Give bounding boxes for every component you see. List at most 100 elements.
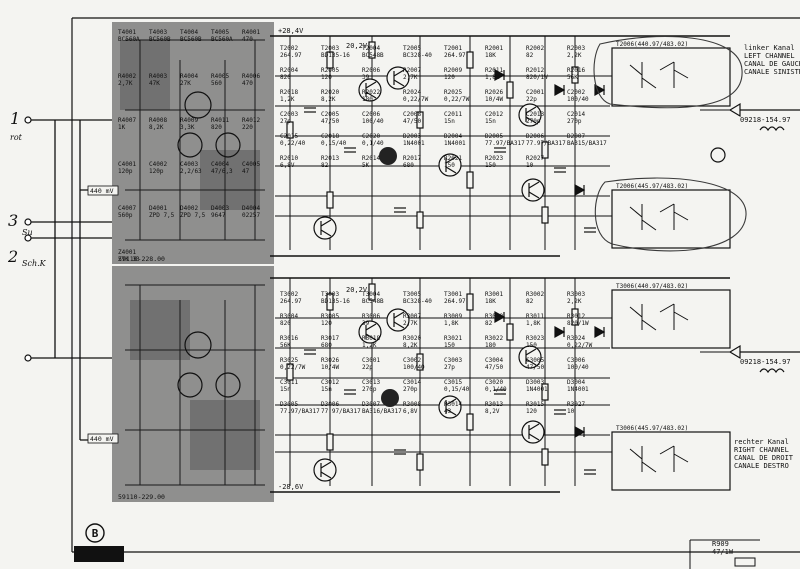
input-level-bottom: 440 mV	[90, 435, 114, 443]
part-value: 264.97	[280, 298, 302, 305]
left-channel-de: linker Kanal	[744, 44, 795, 52]
part-ref: R3004	[280, 313, 298, 320]
part-value: 560p	[118, 212, 133, 219]
handwritten-su: Su	[22, 228, 33, 237]
ic-block-top2	[611, 189, 731, 249]
part-ref: T3004	[362, 291, 380, 298]
part-value: 1K	[118, 124, 126, 131]
module-top-id: 59110-228.00	[118, 255, 165, 263]
sheet-border	[71, 17, 800, 553]
part-ref: R2020	[321, 89, 339, 96]
ic-block-top1	[611, 47, 731, 107]
part-ref: C3011	[280, 379, 298, 386]
part-value: 6,8V	[280, 162, 295, 169]
right-channel-de: rechter Kanal	[734, 438, 789, 446]
output-stage	[710, 102, 800, 374]
part-value: 270p	[526, 118, 541, 125]
part-ref: C3012	[321, 379, 339, 386]
part-ref: R3026	[321, 357, 339, 364]
part-value: BD135-16	[321, 298, 350, 305]
part-value: 2,2K	[567, 298, 582, 305]
part-value: 15n	[444, 118, 455, 125]
part-value: 0,15/40	[321, 140, 347, 147]
part-ref: R2002	[526, 45, 544, 52]
part-ref: C2008	[403, 111, 421, 118]
part-value: 120p	[149, 168, 164, 175]
part-value: BC560A	[118, 36, 140, 43]
part-ref: R3023	[526, 335, 544, 342]
part-ref: R4011	[211, 117, 229, 124]
part-ref: R3020	[403, 335, 421, 342]
part-ref: C3004	[485, 357, 503, 364]
part-ref: D3007	[362, 401, 380, 408]
part-value: 120	[526, 408, 537, 415]
part-ref: T2001	[444, 45, 462, 52]
part-ref: D2005	[485, 133, 503, 140]
part-value: 39	[362, 320, 370, 327]
part-value: ZPD 7,5	[180, 212, 206, 219]
part-value: 820/1W	[526, 74, 548, 81]
ic-block-bot1	[611, 289, 731, 349]
part-value: 15n	[321, 386, 332, 393]
part-ref: R3017	[321, 335, 339, 342]
part-ref: R3005	[321, 313, 339, 320]
part-value: BA316/BA317	[362, 408, 402, 415]
part-ref: R2003	[567, 45, 585, 52]
r909-value: 47/1W	[712, 548, 734, 556]
part-ref: T2005	[403, 45, 421, 52]
part-ref: R2026	[485, 89, 503, 96]
ic-block-bot2	[611, 431, 731, 491]
part-value: ZPD 7,5	[149, 212, 175, 219]
part-value: BC548B	[362, 298, 384, 305]
part-ref: R3002	[526, 291, 544, 298]
part-ref: T2002	[280, 45, 298, 52]
part-value: 820	[280, 74, 291, 81]
part-ref: R2025	[444, 89, 462, 96]
part-value: 1,2K	[362, 342, 377, 349]
part-ref: D3004	[567, 379, 585, 386]
pencil-annotations	[593, 35, 747, 252]
left-channel-fr: CANAL DE GAUCHE	[744, 60, 800, 68]
part-value: BD135-16	[321, 52, 350, 59]
part-value: 47	[242, 168, 250, 175]
handwritten-rot: rot	[10, 133, 23, 142]
part-value: 264.97	[280, 52, 302, 59]
part-ref: R2001	[485, 45, 503, 52]
handwritten-1: 1	[10, 109, 20, 128]
part-value: 100/40	[567, 364, 589, 371]
part-value: BC548B	[362, 52, 384, 59]
ic-bot1-ref: T3006(440.97/483.02)	[616, 283, 688, 290]
part-ref: R4012	[242, 117, 260, 124]
part-value: 0,22/7W	[567, 342, 593, 349]
part-value: 0,22/40	[280, 140, 306, 147]
part-value: 270p	[403, 386, 418, 393]
part-value: 47/50	[321, 118, 339, 125]
part-value: 2,7K	[403, 74, 418, 81]
part-ref: R2021	[444, 155, 462, 162]
part-ref: C2018	[321, 133, 339, 140]
part-ref: R2004	[280, 67, 298, 74]
part-value: 47/50	[403, 118, 421, 125]
part-value: 680	[403, 162, 414, 169]
part-ref: R3001	[485, 291, 503, 298]
part-value: 820	[211, 124, 222, 131]
part-value: ZTK 33	[118, 256, 140, 263]
part-value: 27K	[180, 80, 191, 87]
part-ref: R3022	[485, 335, 503, 342]
ink-blotch-bottom	[381, 389, 399, 407]
part-ref: T3002	[280, 291, 298, 298]
part-ref: T3005	[403, 291, 421, 298]
part-value: 470	[242, 36, 253, 43]
part-ref: C3003	[444, 357, 462, 364]
part-ref: D3005	[280, 401, 298, 408]
part-value: 18K	[485, 52, 496, 59]
part-ref: C3015	[444, 379, 462, 386]
part-ref: T4005	[211, 29, 229, 36]
part-value: 82	[485, 320, 493, 327]
handwritten-2: 2	[7, 247, 18, 266]
part-value: 10/4W	[321, 364, 339, 371]
part-value: 15n	[485, 118, 496, 125]
rail-20v-bottom: 20,2V	[346, 286, 368, 294]
part-value: 82	[321, 162, 329, 169]
